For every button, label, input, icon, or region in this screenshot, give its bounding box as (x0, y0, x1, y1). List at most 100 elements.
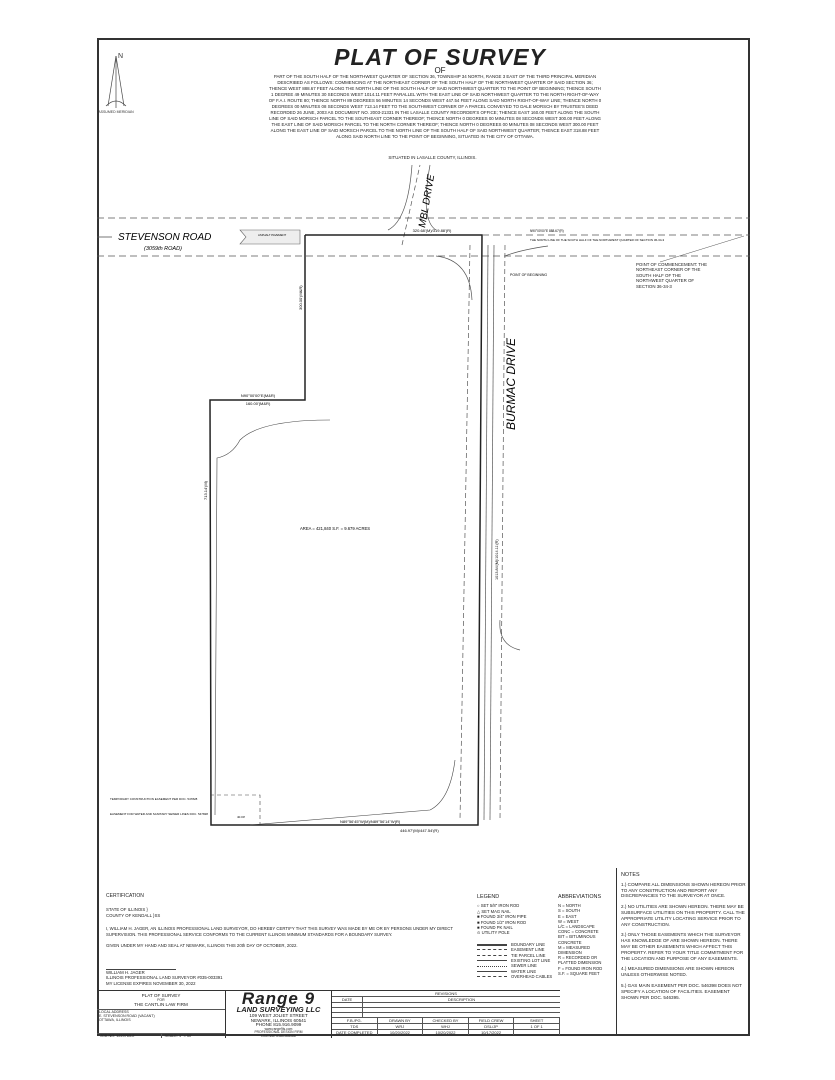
abbreviations-items-6: BIT = BITUMINOUS CONCRETE (558, 934, 596, 945)
map-dim_40: 40.00' (237, 815, 246, 819)
title_block-scale: SCALE: 1" = 50' (164, 1034, 192, 1038)
title_block-for: FOR (157, 998, 165, 1002)
certification-state: STATE OF ILLINOIS } (106, 907, 148, 912)
notes-items-1: 2.) NO UTILITIES ARE SHOWN HEREON. THERE… (621, 904, 745, 927)
title_block-revisions: REVISIONS (435, 991, 457, 996)
legend-symbols-0: ○ SET 5/8" IRON ROD (477, 903, 520, 909)
abbreviations-items-8: R = RECORDED OR PLATTED DIMENSION (558, 955, 602, 966)
easement-curves (210, 419, 456, 826)
map-asphalt: ASPHALT PAVEMENT (258, 233, 287, 237)
stevenson-road-label: STEVENSON ROAD (118, 232, 211, 243)
certification-heading: CERTIFICATION (106, 893, 144, 899)
title_block-address1: E. STEVENSON ROAD (VACANT) (99, 1014, 155, 1019)
legend-lines-4: SEWER LINE (511, 963, 537, 969)
north-line-dimension: 320.68'(M)/319.88'(R) (413, 228, 452, 233)
area-label: AREA = 421,840 S.F. = 9.679 ACRES (300, 526, 370, 531)
legend-symbols-3: ■ FOUND 1/2" IRON ROD (477, 919, 527, 925)
notes-divider (616, 868, 617, 1036)
abbreviations-items-2: E = EAST (558, 913, 577, 919)
north-letter: N (118, 53, 123, 60)
certification: CERTIFICATION STATE OF ILLINOIS } COUNTY… (106, 893, 466, 986)
title_block-client: THE CANTLIN LAW FIRM (134, 1002, 188, 1007)
abbreviations-items-9: F = FOUND IRON ROD (558, 965, 603, 971)
title_block-local_address_label: LOCAL ADDRESS (99, 1010, 129, 1014)
abbreviations-items-3: W = WEST (558, 918, 579, 924)
firm-logo: Range 9 (241, 989, 316, 1008)
title_block-job_no: JOB NO. 1220763-2 (97, 1034, 162, 1038)
situated-text: SITUATED IN LASALLE COUNTY, ILLINOIS. (388, 155, 477, 160)
map-west_line: 713.14'(M) (203, 480, 208, 500)
map-north_line_east: N90°00'00"E 888.67'(R) (530, 229, 564, 233)
certification-statement: I, WILLIAM H. JAGER, AN ILLINOIS PROFESS… (106, 926, 453, 937)
certification-name: WILLIAM H. JAGER (106, 969, 145, 975)
legend-symbols-2: ■ FOUND 3/4" IRON PIPE (477, 914, 527, 920)
abbreviations-items-1: S = SOUTH (558, 908, 581, 914)
title_block-values-1: WRJ (378, 1024, 424, 1029)
title_block-headers-1: DRAWN BY (378, 1018, 424, 1023)
map-west_step: N90°00'00"E(M&R) (241, 393, 276, 398)
map-south_len: 446.97'(M)/447.54'(R) (400, 828, 439, 833)
mbl-drive-lines (387, 164, 437, 246)
notes-items-2: 3.) ONLY THOSE EASEMENTS WHICH THE SURVE… (621, 932, 744, 961)
legend-lines-6: OVERHEAD CABLES (511, 974, 553, 980)
title_block-plat: PLAT OF SURVEY (141, 993, 181, 998)
title_block-city: NEWARK, ILLINOIS 60541 (250, 1017, 307, 1023)
title_block-web: www.range9ls.com (264, 1026, 293, 1031)
title_block-address2: OTTAWA, ILLINOIS (99, 1018, 131, 1023)
legend-lines-1: EASEMENT LINE (511, 947, 545, 953)
certification-county: COUNTY OF KENDALL }SS (106, 912, 161, 918)
legend-symbols-1: △ SET MAG NAIL (477, 908, 511, 914)
title-of: OF (434, 66, 446, 75)
title_block-street: 109 WEST JOLIET STREET (249, 1013, 308, 1018)
abbreviations-heading: ABBREVIATIONS (558, 894, 602, 900)
mbl-drive-label: MBL DRIVE (417, 173, 437, 228)
north-arrow-icon: N ASSUMED MERIDIAN (98, 53, 134, 114)
certification-expires: MY LICENSE EXPIRES NOVEMBER 30, 2022 (106, 980, 196, 986)
certification-license: ILLINOIS PROFESSIONAL LAND SURVEYOR #035… (106, 975, 223, 980)
legend-symbols-4: ■ FOUND PK NAIL (477, 925, 513, 931)
poc-label: POINT OF COMMENCEMENT: THE NORTHEAST COR… (636, 262, 708, 289)
legend-symbols-5: ⊙ UTILITY POLE (477, 930, 510, 936)
legend: LEGEND ○ SET 5/8" IRON ROD△ SET MAG NAIL… (477, 894, 555, 980)
map-pob: POINT OF BEGINNING (510, 273, 547, 277)
legend-lines-5: WATER LINE (511, 968, 537, 974)
title_block-firm_sub: LAND SURVEYING LLC (236, 1005, 321, 1014)
notes-heading: NOTES (621, 872, 640, 878)
notes-items-3: 4.) MEASURED DIMENSIONS ARE SHOWN HEREON… (621, 966, 735, 978)
burmac-drive-lines (435, 244, 549, 821)
abbreviations-items-7: M = MEASURED DIMENSION (558, 944, 590, 956)
asphalt-pavement (239, 229, 301, 245)
notes: NOTES 1.) COMPARE ALL DIMENSIONS SHOWN H… (621, 872, 747, 1005)
notes-items-4: 5.) GAS MAIN EASEMENT PER DOC. 546398 DO… (621, 982, 742, 1000)
page-title: PLAT OF SURVEY (334, 44, 546, 70)
title_block-design_firm: PROFESSIONAL DESIGN FIRM (254, 1030, 303, 1035)
legal-description: PART OF THE SOUTH HALF OF THE NORTHWEST … (268, 74, 602, 139)
stevenson-road-alt: (3059th ROAD) (144, 246, 182, 252)
map-north_line_note: THE NORTH LINE OF THE SOUTH HALF OF THE … (530, 238, 665, 242)
map-south_ease: TEMPORARY CONSTRUCTION EASEMENT PER DOC.… (110, 797, 198, 801)
abbreviations-items-5: CONC = CONCRETE (558, 929, 599, 935)
legend-lines-0: BOUNDARY LINE (511, 941, 546, 947)
title_block-headers-0: F.B./PG. (332, 1018, 378, 1023)
sheet-border (97, 38, 750, 1036)
title_block-values-3: DSL/JP (469, 1024, 515, 1029)
title_block-dates-2: 10/20/2022 (423, 1030, 469, 1035)
map-west_step_len: 160.00'(M&R) (246, 401, 271, 406)
title_block-dates-3: 10/17/2022 (469, 1030, 515, 1035)
title_block-values-0: TDS (332, 1024, 378, 1029)
abbreviations-items-4: L/C = LANDSCAPE (558, 924, 595, 930)
title_block-values-4: 1 OF 1 (514, 1024, 560, 1029)
map-east_line: 1013.84'(M)/1014.11'(R) (495, 539, 499, 580)
title_block-dates-4 (514, 1030, 560, 1035)
certification-given: GIVEN UNDER MY HAND AND SEAL AT NEWARK, … (106, 943, 298, 948)
title_block-firm_license: LICENSE #184-008088 (261, 1033, 296, 1038)
title_block-values-2: WHJ (423, 1024, 469, 1029)
title_block-phone: PHONE 815.916.9099 (255, 1022, 302, 1028)
title_block-rev_date: DATE (332, 997, 363, 1002)
title_block-headers-3: FIELD CREW (469, 1018, 515, 1023)
title_block-headers-2: CHECKED BY (423, 1018, 469, 1023)
legend-lines-2: TIE PARCEL LINE (511, 952, 546, 958)
